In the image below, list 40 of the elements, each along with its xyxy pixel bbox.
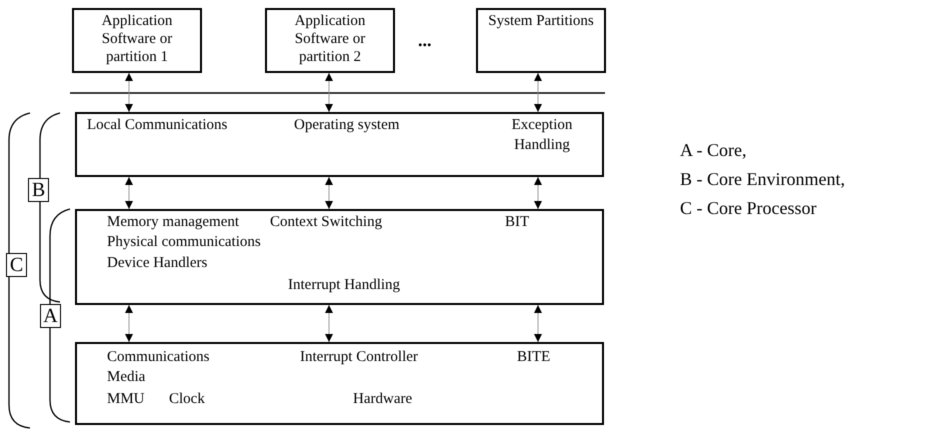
key-text: B - Core Environment, (680, 168, 845, 191)
component-label: Hardware (353, 390, 414, 409)
component-label: Physical communications (107, 233, 262, 252)
box-label: System Partitions (487, 12, 595, 30)
component-label: Communications Media (107, 348, 207, 387)
key-text: C - Core Processor (680, 197, 818, 220)
box-label: Application Software or partition 1 (100, 12, 174, 66)
component-label: Operating system (294, 116, 400, 135)
key-text: A - Core, (680, 139, 748, 162)
component-label: Context Switching (270, 213, 384, 232)
component-label: Clock (169, 390, 206, 409)
letter-tag: B (28, 178, 49, 202)
double-arrow (325, 304, 333, 342)
letter-tag: C (6, 253, 27, 277)
component-label: Exception Handling (510, 116, 574, 155)
letter-tag: A (40, 304, 61, 328)
component-label: Device Handlers (107, 254, 208, 273)
partition-box (265, 8, 395, 73)
double-arrow (534, 176, 542, 210)
partition-box (72, 8, 202, 73)
double-arrow (125, 72, 133, 112)
double-arrow (534, 72, 542, 112)
ellipsis: ... (418, 30, 432, 50)
component-label: Interrupt Handling (288, 276, 402, 295)
component-label: MMU (107, 390, 146, 409)
component-label: BITE (517, 348, 552, 367)
double-arrow (125, 304, 133, 342)
double-arrow (534, 304, 542, 342)
double-arrow (325, 72, 333, 112)
component-label: BIT (505, 213, 530, 232)
layer-box (75, 112, 604, 177)
partition-box (476, 8, 606, 73)
layer-box (75, 209, 604, 305)
box-label: Application Software or partition 2 (294, 12, 366, 66)
component-label: Local Communications (87, 116, 228, 135)
layer-box (75, 342, 604, 425)
double-arrow (125, 176, 133, 210)
double-arrow (325, 176, 333, 210)
component-label: Memory management (107, 213, 240, 232)
component-label: Interrupt Controller (300, 348, 419, 367)
